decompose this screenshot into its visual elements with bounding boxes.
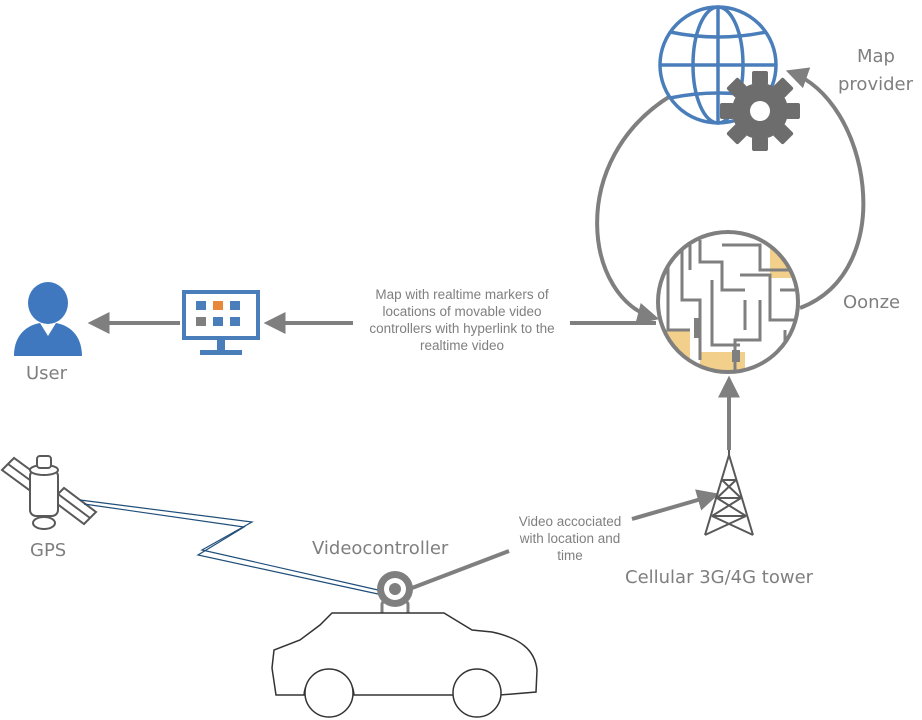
user-icon [14, 282, 82, 356]
gear-icon [720, 71, 800, 151]
monitor-icon [182, 290, 260, 355]
label-videocontroller: Videocontroller [312, 538, 449, 559]
label-user: User [26, 363, 68, 384]
arrow-camera-to-tower [411, 549, 510, 590]
map-icon [656, 230, 800, 374]
label-map-markers-note: Map with realtime markers of locations o… [369, 287, 555, 353]
tower-icon [704, 440, 754, 536]
label-video-note: Video accociated with location and time [518, 514, 622, 563]
arrow-video-to-tower [631, 489, 720, 521]
label-gps: GPS [30, 540, 67, 561]
arrow-provider-to-oonze [595, 93, 674, 325]
label-map-provider-line1: Map [857, 46, 895, 67]
label-map-provider-line2: provider [838, 74, 913, 95]
label-oonze: Oonze [843, 292, 901, 313]
gps-signal-link [79, 499, 379, 595]
camera-icon [377, 571, 413, 616]
car-icon [271, 612, 538, 718]
arrow-oonze-to-provider [785, 67, 866, 310]
satellite-icon [0, 455, 98, 530]
label-tower: Cellular 3G/4G tower [625, 567, 814, 588]
